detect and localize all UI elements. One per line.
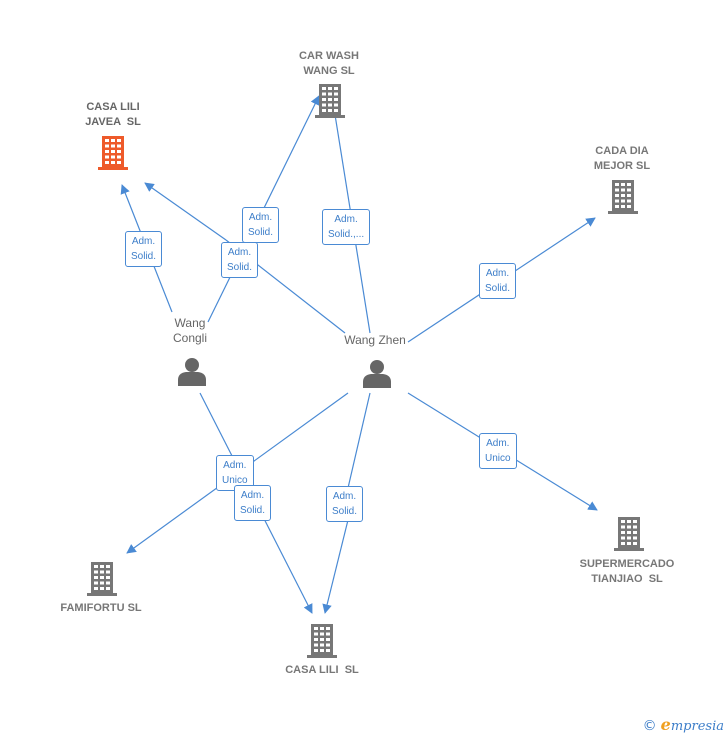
company-label: FAMIFORTU SL xyxy=(60,602,142,614)
company-label: CASA LILI SL xyxy=(285,664,359,676)
person-icon xyxy=(177,356,207,391)
relation-edge xyxy=(322,519,349,614)
relation-edge xyxy=(144,182,227,241)
building-icon xyxy=(315,84,345,123)
brand-logo-initial: e xyxy=(660,715,671,734)
company-label: CASA LILI JAVEA SL xyxy=(85,101,141,128)
relation-label[interactable]: Adm. Solid.,... xyxy=(322,209,371,245)
building-icon xyxy=(98,136,128,175)
brand-logo-text: mpresia xyxy=(670,719,724,734)
company-label: CADA DIA MEJOR SL xyxy=(593,145,651,172)
relation-label[interactable]: Adm. Solid. xyxy=(242,207,280,243)
person-label: Wang Congli xyxy=(172,316,208,345)
brand-footer[interactable]: ©empresia xyxy=(643,715,724,734)
company-label: CAR WASH WANG SL xyxy=(299,50,359,77)
building-icon xyxy=(87,562,117,601)
building-icon xyxy=(307,624,337,663)
relation-edge xyxy=(347,392,371,489)
relation-label[interactable]: Adm. Solid. xyxy=(221,242,259,278)
company-label: SUPERMERCADO TIANJIAO SL xyxy=(579,558,675,585)
copyright-icon: © xyxy=(642,718,657,734)
person-label: Wang Zhen xyxy=(344,333,406,347)
relation-label[interactable]: Adm. Solid. xyxy=(479,263,517,299)
relation-label[interactable]: Adm. Solid. xyxy=(125,231,163,267)
relation-label[interactable]: Adm. Unico xyxy=(479,433,517,469)
relation-label[interactable]: Adm. Solid. xyxy=(326,486,364,522)
relation-label[interactable]: Adm. Solid. xyxy=(234,485,272,521)
building-icon xyxy=(608,180,638,219)
person-icon xyxy=(362,358,392,393)
building-icon xyxy=(614,517,644,556)
